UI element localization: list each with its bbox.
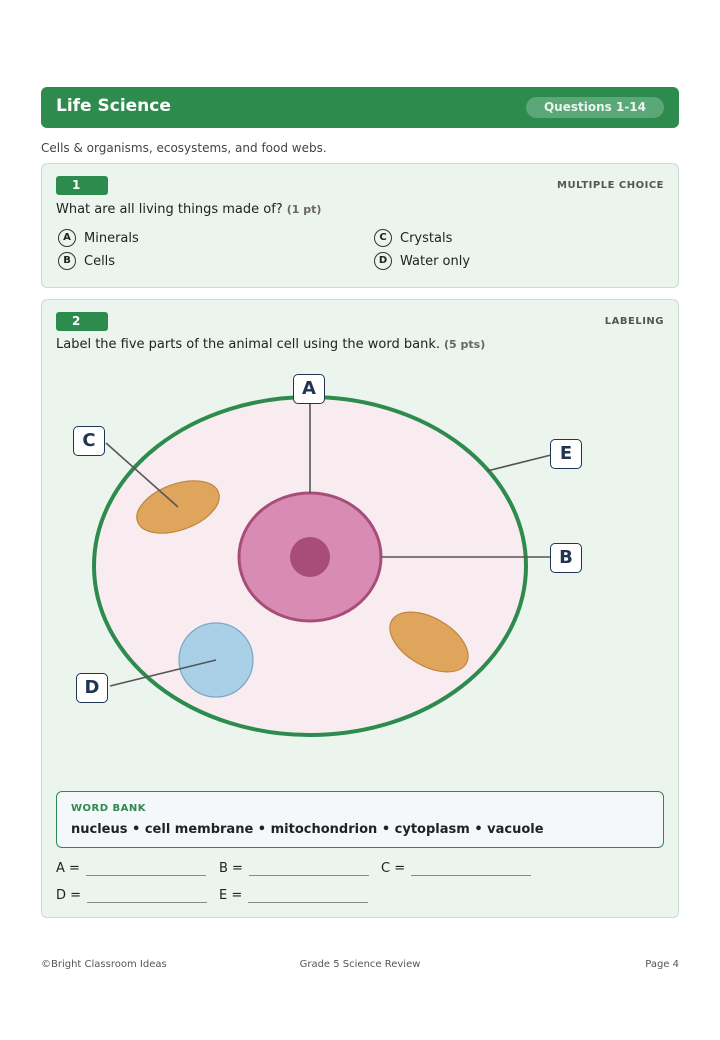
answer-label: E = bbox=[219, 888, 243, 903]
footer-copyright: ©Bright Classroom Ideas bbox=[41, 959, 167, 970]
option-text: Cells bbox=[84, 253, 116, 269]
answer-b: B = bbox=[219, 861, 369, 876]
label-box-c: C bbox=[73, 426, 105, 456]
nucleolus bbox=[290, 537, 330, 577]
leader-line-d bbox=[109, 659, 217, 687]
question-points: (5 pts) bbox=[444, 338, 486, 351]
option-text: Minerals bbox=[84, 230, 139, 246]
question-text: What are all living things made of?(1 pt… bbox=[56, 202, 321, 217]
word-bank-title: WORD BANK bbox=[71, 803, 146, 814]
answer-c: C = bbox=[381, 861, 532, 876]
answer-blank[interactable] bbox=[85, 861, 206, 876]
option-letter: A bbox=[58, 229, 76, 247]
label-box-d: D bbox=[76, 673, 108, 703]
word-bank-terms: nucleus • cell membrane • mitochondrion … bbox=[71, 822, 544, 837]
footer-title: Grade 5 Science Review bbox=[299, 959, 421, 970]
question-2-card: 2 LABELING Label the five parts of the a… bbox=[41, 299, 679, 918]
option-c[interactable]: C Crystals bbox=[374, 229, 452, 247]
answer-a: A = bbox=[56, 861, 206, 876]
footer-page-number: Page 4 bbox=[645, 959, 679, 970]
answer-label: D = bbox=[56, 888, 82, 903]
question-type: MULTIPLE CHOICE bbox=[557, 180, 664, 191]
option-b[interactable]: B Cells bbox=[58, 252, 115, 270]
answer-blank[interactable] bbox=[248, 861, 369, 876]
answer-blank[interactable] bbox=[411, 861, 532, 876]
option-text: Water only bbox=[400, 253, 471, 269]
question-number: 2 bbox=[56, 312, 108, 331]
option-letter: B bbox=[58, 252, 76, 270]
question-range-badge: Questions 1-14 bbox=[525, 97, 664, 118]
option-a[interactable]: A Minerals bbox=[58, 229, 139, 247]
answer-d: D = bbox=[56, 888, 208, 903]
label-box-b: B bbox=[550, 543, 582, 573]
leader-line-e bbox=[486, 454, 552, 472]
answer-label: B = bbox=[219, 861, 243, 876]
label-box-a: A bbox=[293, 374, 325, 404]
answer-e: E = bbox=[219, 888, 369, 903]
answer-blank[interactable] bbox=[248, 888, 369, 903]
animal-cell-diagram bbox=[92, 395, 552, 737]
mitochondrion bbox=[389, 611, 469, 673]
question-type: LABELING bbox=[604, 316, 664, 327]
question-prompt: What are all living things made of? bbox=[56, 202, 283, 217]
question-points: (1 pt) bbox=[286, 203, 322, 216]
section-title: Life Science bbox=[56, 96, 171, 116]
section-header: Life Science Questions 1-14 bbox=[41, 87, 679, 128]
option-letter: D bbox=[374, 252, 392, 270]
question-prompt: Label the five parts of the animal cell … bbox=[56, 337, 440, 352]
question-text: Label the five parts of the animal cell … bbox=[56, 337, 485, 352]
option-letter: C bbox=[374, 229, 392, 247]
answer-label: C = bbox=[381, 861, 406, 876]
question-number: 1 bbox=[56, 176, 108, 195]
leader-line-c bbox=[105, 442, 179, 508]
option-text: Crystals bbox=[400, 230, 453, 246]
answer-label: A = bbox=[56, 861, 80, 876]
question-1-card: 1 MULTIPLE CHOICE What are all living th… bbox=[41, 163, 679, 288]
answer-blank[interactable] bbox=[87, 888, 208, 903]
section-subtitle: Cells & organisms, ecosystems, and food … bbox=[41, 141, 327, 155]
word-bank: WORD BANK nucleus • cell membrane • mito… bbox=[56, 791, 664, 848]
label-box-e: E bbox=[550, 439, 582, 469]
option-d[interactable]: D Water only bbox=[374, 252, 470, 270]
